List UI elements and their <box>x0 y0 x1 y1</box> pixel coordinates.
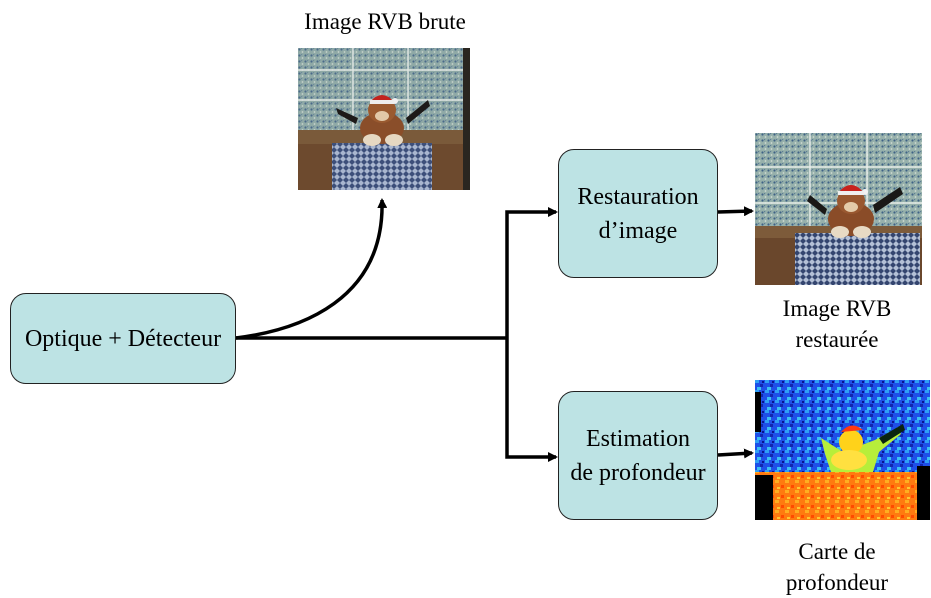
image-restoration-label-line2: d’image <box>598 217 678 244</box>
depth-estimation-label-line2: de profondeur <box>570 459 706 486</box>
depth-estimation-box: Estimation de profondeur <box>558 391 718 520</box>
depth-map-caption-line2: profondeur <box>785 570 889 595</box>
arrow-to-restored-image <box>717 206 754 217</box>
arrow-to-depth-estimation <box>505 338 558 462</box>
depth-map-image <box>755 380 930 520</box>
raw-image-caption: Image RVB brute <box>270 6 500 37</box>
arrow-to-depth-map <box>717 448 754 459</box>
restored-image-caption: Image RVB restaurée <box>752 293 922 355</box>
optics-detector-label: Optique + Détecteur <box>24 325 222 352</box>
raw-rgb-image <box>298 48 470 190</box>
restored-caption-line1: Image RVB <box>782 296 892 321</box>
arrow-to-restoration <box>505 207 558 338</box>
raw-image-caption-text: Image RVB brute <box>304 9 466 34</box>
optics-detector-box: Optique + Détecteur <box>10 293 236 384</box>
arrow-to-raw-image <box>235 198 388 340</box>
restored-rgb-image <box>755 133 922 285</box>
image-restoration-label-line1: Restauration <box>577 183 699 210</box>
restored-caption-line2: restaurée <box>795 327 879 352</box>
depth-map-caption: Carte de profondeur <box>762 536 912 598</box>
depth-estimation-label-line1: Estimation <box>586 425 690 452</box>
depth-map-caption-line1: Carte de <box>798 539 876 564</box>
image-restoration-box: Restauration d’image <box>558 149 718 278</box>
